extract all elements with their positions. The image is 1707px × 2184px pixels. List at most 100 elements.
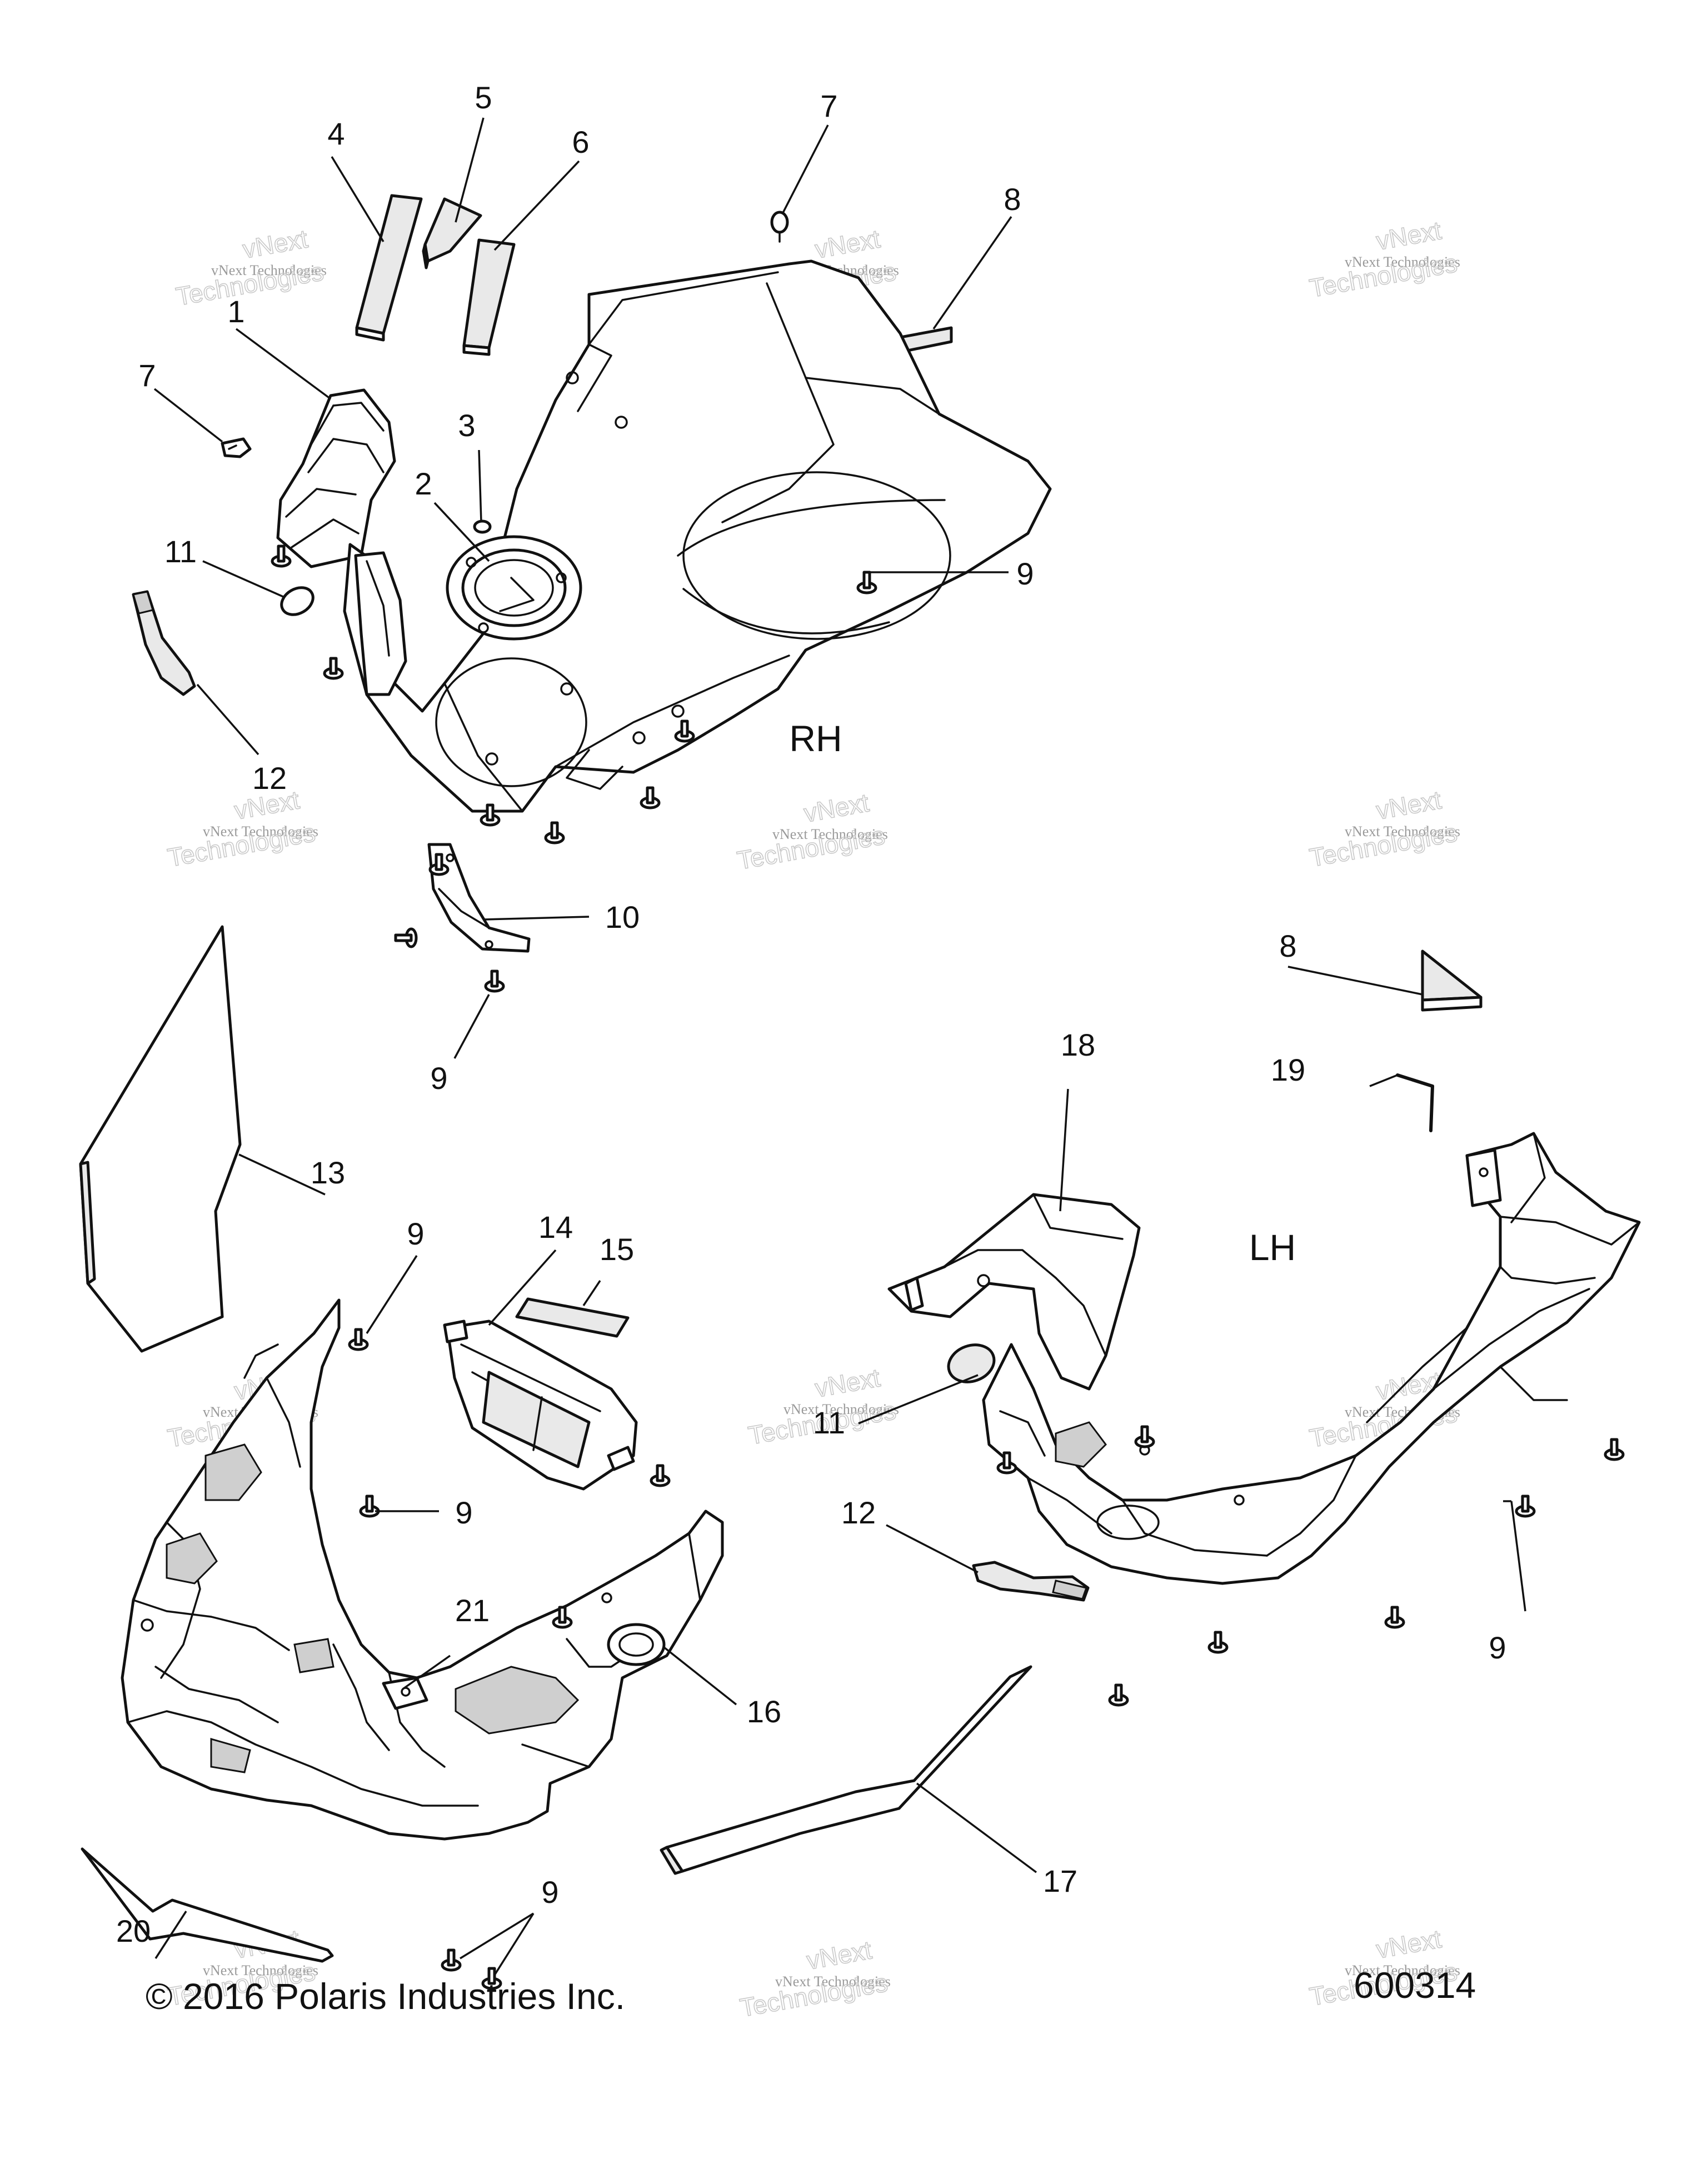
watermark: vNext Technologies Technologies vNext (165, 784, 318, 872)
watermark: vNext Technologies Technologies vNext (735, 787, 888, 875)
washer-3 (473, 519, 492, 534)
watermark-outline: vNext (241, 224, 310, 264)
watermark-outline: vNext (802, 788, 871, 828)
foam-pad-8-triangle (1421, 949, 1483, 1012)
watermark-text: vNext Technologies (775, 1973, 891, 1990)
side-panel-rh (343, 259, 1052, 813)
watermark-text: vNext Technologies (772, 826, 888, 842)
foam-strip-15 (515, 1297, 630, 1338)
screw-9 (1604, 1438, 1625, 1461)
panel-bracket (354, 551, 407, 696)
screw-9 (856, 571, 877, 594)
side-label-rh: RH (789, 718, 842, 759)
foam-pad-6 (462, 238, 516, 356)
clip-21 (382, 1676, 428, 1710)
watermark-text: vNext Technologies (203, 1962, 318, 1978)
screw-9 (481, 1967, 502, 1990)
grommet-11-lh (947, 1343, 996, 1383)
screw-9 (1207, 1631, 1229, 1654)
side-label-lh: LH (1249, 1227, 1296, 1268)
callout-2: 2 (415, 466, 432, 501)
decal-20 (81, 1847, 334, 1963)
watermark-text: vNext Technologies (1345, 1962, 1460, 1978)
callout-7: 7 (138, 358, 156, 393)
screw-9 (323, 657, 344, 680)
callout-9: 9 (1016, 556, 1034, 591)
callout-9: 9 (430, 1061, 447, 1096)
screw-9 (394, 927, 418, 948)
screw-9 (650, 1464, 671, 1487)
screw-9 (359, 1495, 380, 1518)
callout-17: 17 (1043, 1863, 1077, 1898)
screw-9 (552, 1606, 573, 1629)
callout-9: 9 (1489, 1630, 1506, 1665)
watermark: vNext Technologies Technologies vNext (1307, 784, 1460, 872)
callout-7: 7 (820, 88, 837, 123)
callout-21: 21 (455, 1593, 490, 1628)
watermark-outline: vNext (813, 1363, 882, 1403)
screw-9 (1134, 1425, 1155, 1448)
screw-9 (544, 821, 565, 844)
screw-9 (996, 1451, 1017, 1475)
callout-20: 20 (116, 1913, 151, 1948)
watermark-outline: vNext (1374, 785, 1444, 825)
watermark-text: vNext Technologies (211, 262, 327, 278)
grommet-11-top (280, 586, 315, 616)
watermark-outline: vNext (1374, 216, 1444, 256)
side-panel-lh (982, 1132, 1641, 1585)
watermark: vNext Technologies Technologies vNext (737, 1935, 891, 2022)
callout-numbers: 4 5 6 7 8 1 7 3 2 11 9 12 10 9 13 8 18 1… (116, 80, 1506, 1948)
callout-10: 10 (605, 899, 640, 934)
figure-number: 600314 (1354, 1965, 1476, 2006)
callout-1: 1 (227, 294, 244, 329)
watermark-text: vNext Technologies (203, 823, 318, 839)
foam-pad-4 (355, 194, 423, 342)
callout-12: 12 (252, 761, 287, 796)
callout-4: 4 (327, 116, 345, 151)
latch-12-lh (972, 1561, 1090, 1602)
air-duct-14 (443, 1320, 638, 1491)
screw-9 (674, 719, 695, 743)
callout-18: 18 (1061, 1027, 1095, 1062)
callout-19: 19 (1271, 1052, 1305, 1087)
latch-12-top (132, 590, 196, 696)
screw-9 (1384, 1606, 1405, 1629)
air-duct-18 (887, 1193, 1141, 1391)
screw-9 (441, 1948, 462, 1972)
callout-15: 15 (600, 1232, 634, 1267)
screw-9 (640, 786, 661, 809)
watermark-outline: vNext (1374, 1924, 1444, 1964)
air-duct-1 (276, 388, 396, 568)
screw-9 (271, 544, 292, 568)
speaker-ring-2 (446, 535, 582, 641)
screw-9 (484, 969, 505, 993)
watermark-outline: vNext (805, 1935, 874, 1975)
copyright-text: © 2016 Polaris Industries Inc. (146, 1976, 626, 2017)
callout-6: 6 (572, 124, 589, 159)
callout-11: 11 (164, 534, 197, 569)
screw-9 (1108, 1683, 1129, 1707)
callout-12: 12 (841, 1495, 876, 1530)
callout-3: 3 (458, 408, 475, 443)
watermark-outline: vNext (813, 224, 882, 264)
callout-5: 5 (475, 80, 492, 115)
callout-9: 9 (541, 1875, 558, 1910)
push-clip-7-top (770, 211, 789, 243)
screw-9 (428, 853, 450, 876)
side-panel-17 (660, 1665, 1032, 1875)
screw-9 (348, 1328, 369, 1351)
bottom-body-16 (121, 1298, 724, 1841)
leader-lines (153, 117, 1526, 1976)
screw-9 (480, 803, 501, 827)
watermark: vNext Technologies Technologies vNext (173, 223, 327, 311)
watermark-text: vNext Technologies (1345, 823, 1460, 839)
callout-9: 9 (407, 1216, 424, 1251)
screw-9 (1515, 1495, 1536, 1518)
callout-16: 16 (747, 1694, 781, 1729)
foam-pad-5 (422, 197, 482, 269)
mount-bracket-10 (427, 843, 531, 953)
callout-9: 9 (455, 1495, 472, 1530)
callout-8: 8 (1004, 182, 1021, 217)
callout-11: 11 (813, 1405, 845, 1440)
